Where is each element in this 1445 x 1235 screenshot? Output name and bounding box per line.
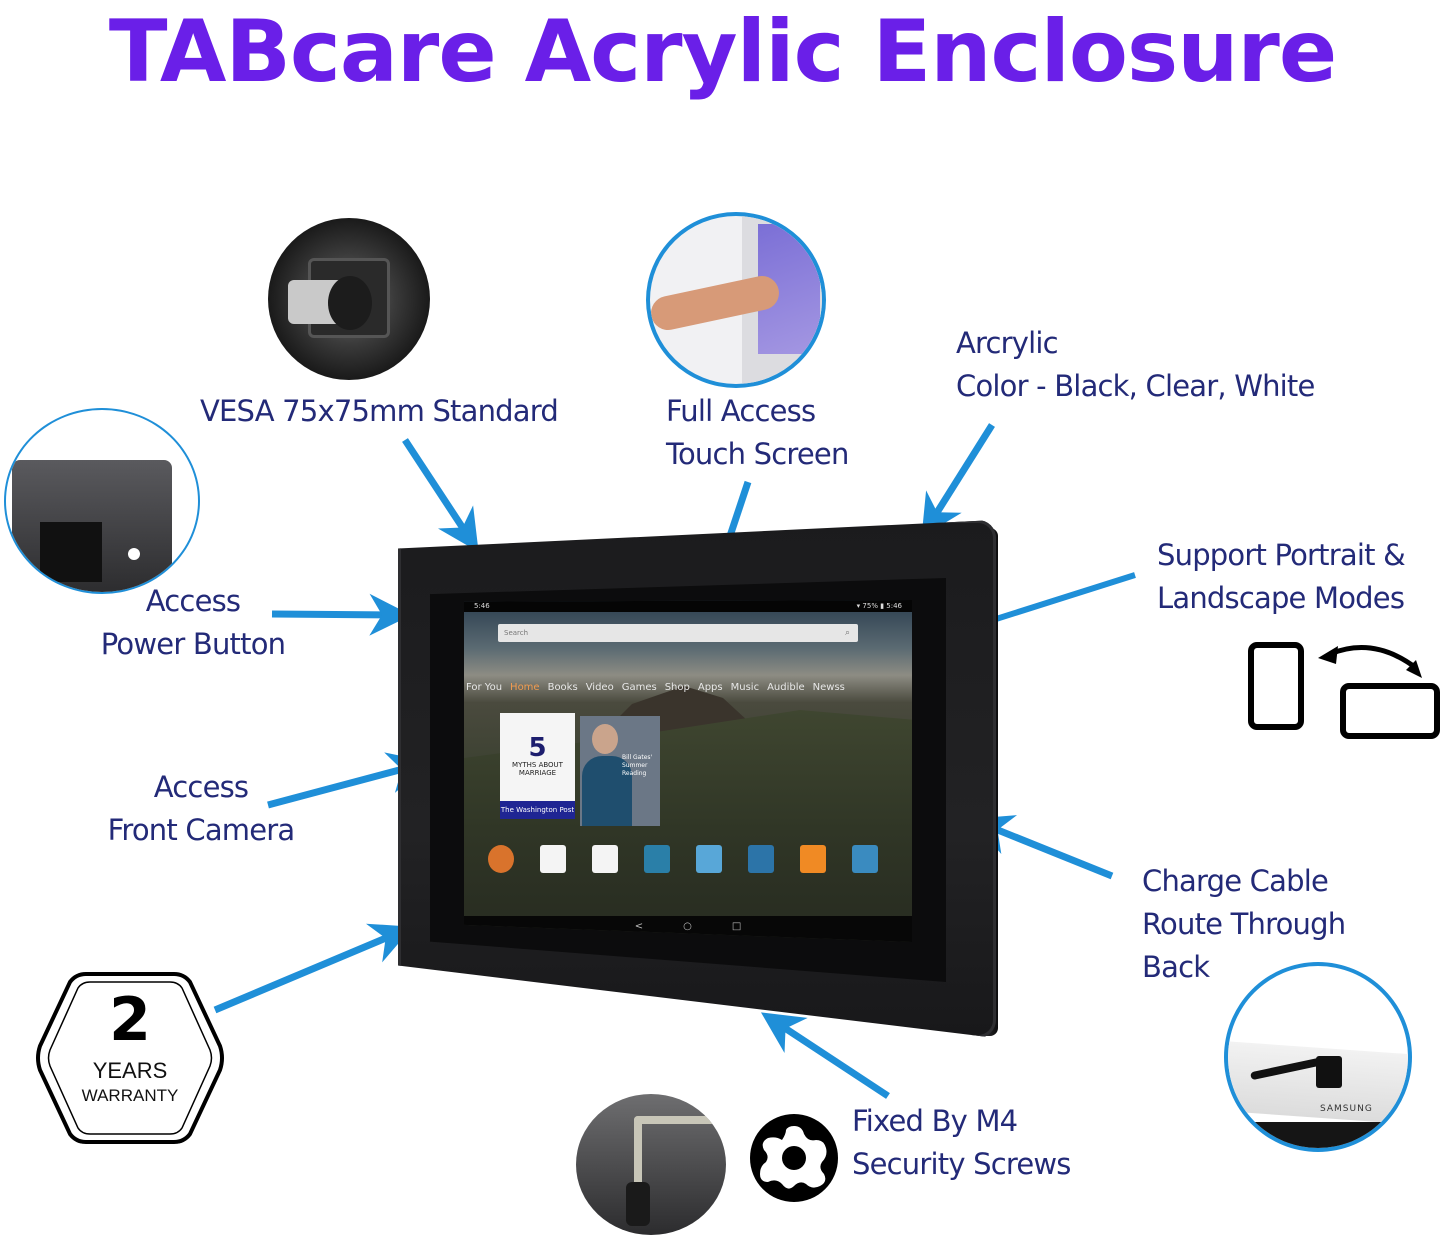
label-camera: Access Front Camera	[96, 766, 306, 852]
article-card-marriage[interactable]: 5 MYTHS ABOUT MARRIAGE The Washington Po…	[500, 713, 575, 819]
warranty-years: YEARS	[92, 1058, 168, 1083]
tab-shop[interactable]: Shop	[664, 682, 690, 693]
label-power: Access Power Button	[88, 580, 298, 666]
orientation-line2: Landscape Modes	[1157, 581, 1405, 615]
app-icon-appstore[interactable]	[540, 845, 566, 873]
tab-games[interactable]: Games	[621, 682, 657, 693]
touch-line2: Touch Screen	[666, 437, 849, 471]
recents-icon[interactable]: □	[731, 921, 742, 932]
label-touch: Full Access Touch Screen	[666, 390, 849, 476]
tab-music[interactable]: Music	[730, 682, 760, 693]
label-orientation: Support Portrait & Landscape Modes	[1157, 534, 1406, 620]
portrait-landscape-rotate-icon	[1248, 642, 1440, 739]
cable-brand-text: SAMSUNG	[1320, 1104, 1373, 1114]
app-icon-photos[interactable]	[852, 845, 878, 873]
screws-line2: Security Screws	[852, 1147, 1071, 1181]
app-icon-primevideo[interactable]	[592, 845, 618, 873]
orientation-line1: Support Portrait &	[1157, 538, 1406, 572]
warranty-label: WARRANTY	[81, 1086, 179, 1105]
label-cable: Charge Cable Route Through Back	[1142, 860, 1346, 989]
security-screw-photo	[576, 1094, 726, 1235]
article-card-gates[interactable]: Bill Gates' Summer Reading	[580, 716, 660, 826]
card-caption: Bill Gates' Summer Reading	[622, 754, 653, 777]
app-icon-silk[interactable]	[488, 845, 514, 873]
card-publisher: The Washington Post	[500, 801, 575, 819]
cable-arrow	[970, 815, 1114, 880]
tab-audible[interactable]: Audible	[767, 682, 805, 693]
cable-line1: Charge Cable	[1142, 864, 1329, 898]
label-vesa: VESA 75x75mm Standard	[200, 390, 559, 433]
warranty-arrow	[213, 923, 413, 1014]
warranty-badge	[36, 972, 224, 1144]
tab-for-you[interactable]: For You	[466, 682, 503, 693]
search-placeholder: Search	[504, 629, 529, 637]
app-icon-games[interactable]	[644, 845, 670, 873]
page-title: TABcare Acrylic Enclosure	[108, 2, 1337, 102]
acrylic-arrow	[921, 423, 995, 538]
card-text: MYTHS ABOUT MARRIAGE	[512, 761, 563, 777]
search-icon[interactable]: ⌕	[844, 628, 850, 638]
warranty-number: 2	[109, 985, 151, 1055]
screws-line1: Fixed By M4	[852, 1104, 1018, 1138]
cable-line3: Back	[1142, 950, 1210, 984]
vesa-text: VESA 75x75mm Standard	[200, 394, 559, 428]
person-head	[592, 724, 618, 754]
label-screws: Fixed By M4 Security Screws	[852, 1100, 1071, 1186]
power-line1: Access	[145, 584, 241, 618]
camera-line1: Access	[153, 770, 249, 804]
screws-arrow	[760, 1012, 890, 1099]
app-icon-audible[interactable]	[800, 845, 826, 873]
search-input[interactable]: Search ⌕	[498, 624, 858, 642]
camera-line2: Front Camera	[107, 813, 296, 847]
person-body	[582, 756, 632, 826]
app-icon-kindle[interactable]	[696, 845, 722, 873]
app-row	[488, 845, 908, 895]
tablet-screen: 5:46 ▾ 75% ▮ 5:46 Search ⌕ For You Home …	[464, 600, 912, 942]
touch-line1: Full Access	[666, 394, 816, 428]
tab-books[interactable]: Books	[547, 682, 578, 693]
power-line2: Power Button	[100, 627, 286, 661]
vesa-mount-photo	[268, 218, 430, 380]
charge-cable-photo: SAMSUNG	[1224, 962, 1412, 1152]
content-tabs: For You Home Books Video Games Shop Apps…	[466, 682, 906, 698]
status-icons: ▾ 75% ▮ 5:46	[856, 602, 902, 610]
card-number: 5	[528, 733, 547, 763]
touch-screen-photo	[646, 212, 826, 388]
vesa-arrow	[402, 438, 479, 553]
acrylic-line1: Arcrylic	[956, 326, 1059, 360]
status-time: 5:46	[474, 602, 490, 610]
status-bar: 5:46 ▾ 75% ▮ 5:46	[464, 600, 912, 612]
home-icon[interactable]: ○	[683, 921, 692, 932]
back-icon[interactable]: <	[634, 921, 644, 932]
tab-video[interactable]: Video	[585, 682, 614, 693]
cable-line2: Route Through	[1142, 907, 1346, 941]
app-icon-shop[interactable]	[748, 845, 774, 873]
label-acrylic: Arcrylic Color - Black, Clear, White	[956, 322, 1315, 408]
acrylic-line2: Color - Black, Clear, White	[956, 369, 1315, 403]
tab-home[interactable]: Home	[510, 682, 540, 693]
torx-security-screw-icon	[750, 1114, 838, 1202]
tab-news[interactable]: Newss	[812, 682, 845, 693]
tab-apps[interactable]: Apps	[697, 682, 723, 693]
power-button-photo	[4, 408, 200, 594]
